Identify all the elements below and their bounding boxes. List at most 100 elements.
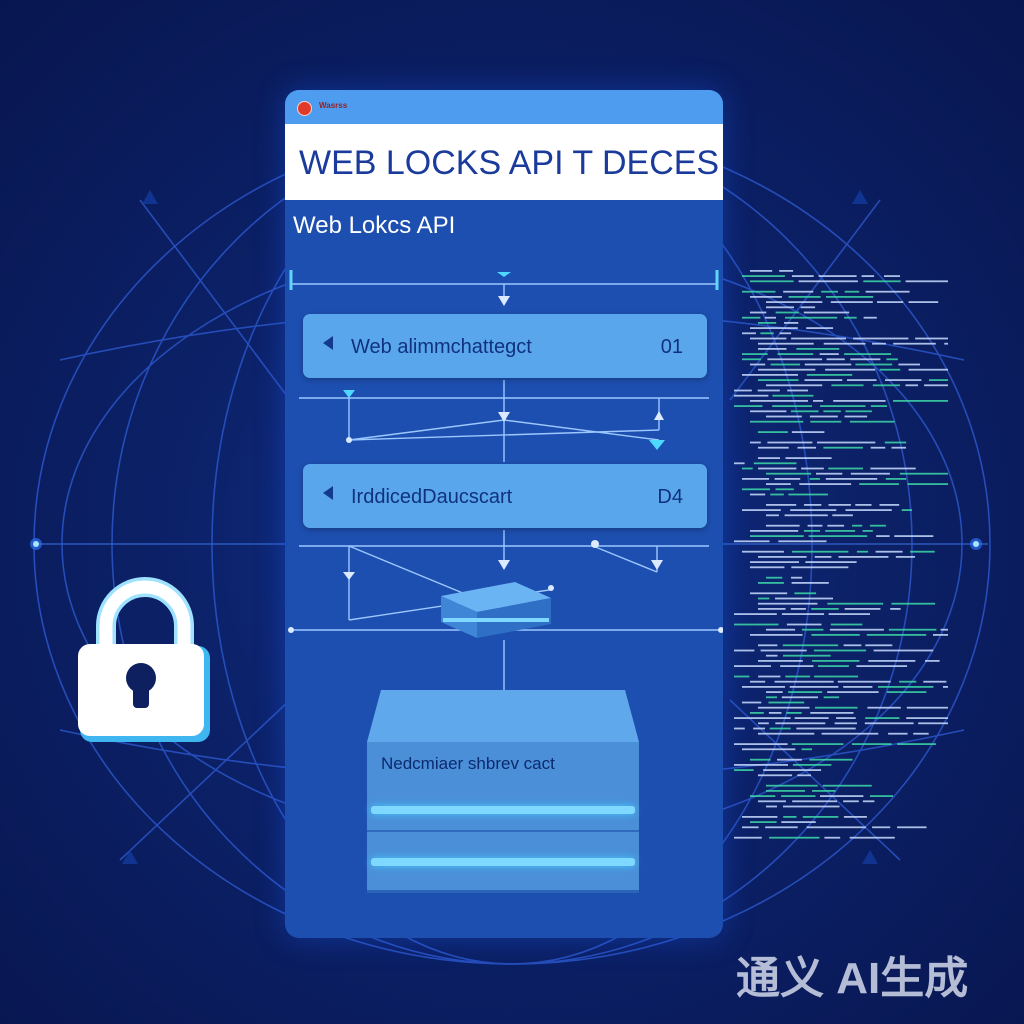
code-line xyxy=(828,467,863,470)
code-line xyxy=(884,441,907,444)
code-line xyxy=(787,389,808,392)
code-line xyxy=(805,561,857,563)
code-line xyxy=(790,509,837,511)
storage-stack-body xyxy=(367,742,639,893)
code-line xyxy=(734,649,755,652)
code-line xyxy=(775,597,833,600)
code-line xyxy=(758,732,815,735)
code-line xyxy=(766,691,783,693)
code-line xyxy=(791,576,803,579)
code-line xyxy=(766,784,818,787)
code-line xyxy=(758,774,793,777)
node-indexed-database[interactable]: IrddicedDaucscart D4 xyxy=(303,464,707,528)
code-line xyxy=(783,805,840,808)
code-line xyxy=(910,550,935,553)
code-line xyxy=(766,628,796,631)
code-line xyxy=(750,296,782,298)
code-line xyxy=(742,467,753,470)
code-line xyxy=(873,649,934,652)
code-line xyxy=(766,483,791,485)
code-line xyxy=(789,686,839,688)
code-line xyxy=(864,722,914,725)
code-line xyxy=(888,732,908,735)
code-line xyxy=(785,457,832,459)
code-line xyxy=(908,368,948,371)
code-line xyxy=(769,836,820,839)
code-line xyxy=(750,680,766,683)
code-line xyxy=(814,556,832,558)
window-titlebar: Wasrss xyxy=(285,90,723,124)
code-line xyxy=(770,493,784,496)
code-line xyxy=(742,509,781,511)
code-line xyxy=(750,337,787,340)
code-line xyxy=(783,654,831,657)
code-line xyxy=(804,363,852,366)
code-line xyxy=(791,275,814,277)
code-line xyxy=(813,400,824,402)
code-line xyxy=(802,816,839,818)
node-web-lock-request[interactable]: Web alimmchattegct 01 xyxy=(303,314,707,378)
code-line xyxy=(831,384,864,387)
code-line xyxy=(859,483,899,485)
code-line xyxy=(750,566,785,569)
code-line xyxy=(815,706,858,709)
code-line xyxy=(823,342,866,345)
code-line xyxy=(766,696,777,699)
code-line xyxy=(894,535,934,537)
code-line xyxy=(817,441,876,444)
code-line xyxy=(821,732,879,735)
code-line xyxy=(768,701,805,704)
code-line xyxy=(853,337,909,340)
code-line xyxy=(753,727,765,730)
code-line xyxy=(750,327,798,329)
code-line xyxy=(790,608,806,610)
code-line xyxy=(865,644,893,647)
code-line xyxy=(768,712,782,714)
code-line xyxy=(777,353,814,355)
code-line xyxy=(812,790,836,792)
code-line xyxy=(774,680,834,683)
code-line xyxy=(758,675,781,678)
code-line xyxy=(734,394,769,397)
code-line xyxy=(895,556,915,558)
code-line xyxy=(797,446,816,449)
code-line xyxy=(830,301,873,303)
code-line xyxy=(913,732,929,735)
code-line xyxy=(758,457,780,459)
code-line xyxy=(876,535,890,537)
code-line xyxy=(897,743,936,745)
code-line xyxy=(845,410,872,413)
code-line xyxy=(788,493,828,496)
code-line xyxy=(809,478,820,480)
code-line xyxy=(750,634,803,636)
code-line xyxy=(767,441,813,444)
code-line xyxy=(742,826,759,829)
code-line xyxy=(843,644,862,647)
code-line xyxy=(799,483,852,485)
code-line xyxy=(804,504,822,506)
code-line xyxy=(820,405,866,407)
web-locks-panel: Wasrss WEB LOCKS API T DECES Web Lokcs A… xyxy=(285,90,723,938)
code-line xyxy=(830,623,863,626)
code-line xyxy=(866,634,927,636)
code-line xyxy=(855,504,872,506)
code-line xyxy=(766,790,805,792)
code-line xyxy=(786,712,802,714)
code-line xyxy=(779,332,792,335)
code-line xyxy=(742,316,761,319)
code-line xyxy=(784,514,828,517)
code-line xyxy=(790,410,819,413)
code-line xyxy=(863,316,877,319)
code-line xyxy=(750,441,761,444)
code-line xyxy=(822,784,872,787)
code-line xyxy=(861,275,875,277)
code-line xyxy=(791,337,846,340)
code-line xyxy=(834,722,857,725)
window-close-dot-icon[interactable] xyxy=(297,101,312,116)
code-line xyxy=(885,478,907,480)
code-line xyxy=(852,524,863,527)
code-line xyxy=(769,727,791,730)
code-line xyxy=(943,686,948,688)
code-line xyxy=(734,540,770,543)
storage-divider xyxy=(367,830,639,832)
